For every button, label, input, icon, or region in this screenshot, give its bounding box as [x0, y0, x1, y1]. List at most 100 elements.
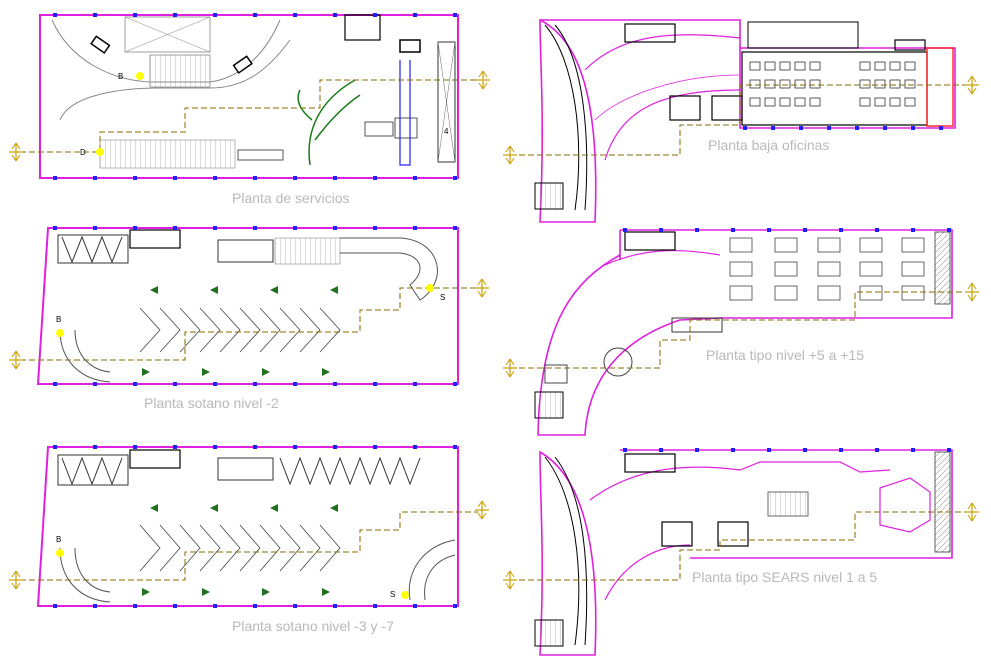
office-block: [741, 51, 928, 126]
plan-tipo-5-15: Planta tipo nivel +5 a +15: [502, 229, 980, 436]
column-marker: [875, 448, 879, 452]
axis-marker: [502, 145, 518, 165]
column-marker: [911, 126, 915, 130]
column-marker: [213, 176, 217, 180]
axis-line: [510, 511, 975, 581]
stair-core: [534, 619, 564, 647]
column-marker: [373, 226, 377, 230]
octagon-room: [879, 477, 931, 533]
parking-stalls: [139, 307, 341, 353]
plan-caption: Planta sotano nivel -2: [144, 395, 279, 411]
ramp-zigzag: [61, 235, 123, 264]
plan-baja-oficinas: Planta baja oficinas: [502, 18, 980, 223]
column-marker: [173, 382, 177, 386]
column-marker: [213, 445, 217, 449]
tag-b: B: [56, 535, 61, 544]
axis-line: [510, 291, 975, 369]
tag-d: D: [80, 148, 86, 157]
column-marker: [333, 604, 337, 608]
column-marker: [453, 382, 457, 386]
column-marker: [453, 13, 457, 17]
elevator-core: [624, 231, 676, 251]
column-marker: [803, 228, 807, 232]
axis-line: [20, 79, 480, 153]
column-marker: [911, 228, 915, 232]
elevator-core: [129, 449, 181, 469]
axis-marker: [474, 500, 490, 520]
curved-wing: [537, 254, 721, 436]
column-marker: [133, 445, 137, 449]
plan-caption: Planta tipo SEARS nivel 1 a 5: [692, 569, 877, 585]
column-marker: [939, 126, 943, 130]
electrical-room: [926, 47, 954, 127]
column-marker: [173, 176, 177, 180]
axis-marker: [964, 502, 980, 522]
column-marker: [373, 13, 377, 17]
ramp-zigzag: [61, 456, 123, 486]
axis-marker: [8, 142, 24, 162]
column-marker: [839, 228, 843, 232]
column-marker: [253, 13, 257, 17]
column-marker: [413, 382, 417, 386]
upper-hatch-block: [124, 16, 211, 53]
column-marker: [293, 445, 297, 449]
arc-ring: [544, 456, 580, 646]
column-marker: [333, 445, 337, 449]
site-boundary: [540, 19, 956, 129]
column-markers: [53, 13, 951, 608]
elevator-core: [624, 23, 676, 43]
column-marker: [453, 226, 457, 230]
plan-sotano-2: B S Planta sotano nivel -2: [8, 227, 490, 411]
column-marker: [133, 382, 137, 386]
truck-icon: [394, 117, 418, 139]
parking-stalls: [139, 524, 341, 572]
column-marker: [413, 176, 417, 180]
tag-s: S: [390, 590, 395, 599]
tag-b: B: [56, 315, 61, 324]
column-marker: [413, 226, 417, 230]
column-marker: [213, 604, 217, 608]
tree-icon: [297, 79, 361, 166]
column-marker: [803, 448, 807, 452]
column-marker: [695, 228, 699, 232]
column-marker: [373, 604, 377, 608]
ramp-stairs: [149, 54, 211, 88]
plan-caption: Planta de servicios: [232, 190, 350, 206]
column-marker: [93, 445, 97, 449]
column-marker: [839, 448, 843, 452]
stair-core: [534, 182, 564, 210]
column-marker: [799, 126, 803, 130]
column-marker: [947, 228, 951, 232]
plan-caption: Planta tipo nivel +5 a +15: [706, 347, 864, 363]
tag-s: S: [440, 293, 445, 302]
column-marker: [293, 176, 297, 180]
column-marker: [133, 13, 137, 17]
column-marker: [771, 126, 775, 130]
column-marker: [93, 604, 97, 608]
site-boundary: [36, 227, 459, 385]
plan-servicios: 4 B D Planta de servicios: [8, 14, 491, 206]
plan-caption: Planta baja oficinas: [708, 137, 829, 153]
column-marker: [173, 604, 177, 608]
column-marker: [453, 176, 457, 180]
flow-arrows: [142, 504, 338, 596]
column-marker: [253, 176, 257, 180]
display-racks: [767, 491, 809, 517]
ramp-zigzag: [279, 456, 421, 486]
column-marker: [659, 448, 663, 452]
column-marker: [373, 176, 377, 180]
elevator-shaft: [934, 451, 951, 553]
column-marker: [133, 226, 137, 230]
axis-marker: [964, 282, 980, 302]
axis-line: [20, 287, 478, 361]
column-marker: [731, 228, 735, 232]
column-marker: [53, 382, 57, 386]
column-marker: [767, 448, 771, 452]
elevator-core: [129, 229, 181, 249]
axis-marker: [474, 278, 490, 298]
column-marker: [883, 126, 887, 130]
site-boundary: [620, 449, 953, 559]
plan-sotano-3-7: B S Planta sotano nivel -3 y -7: [8, 446, 490, 634]
column-marker: [855, 126, 859, 130]
